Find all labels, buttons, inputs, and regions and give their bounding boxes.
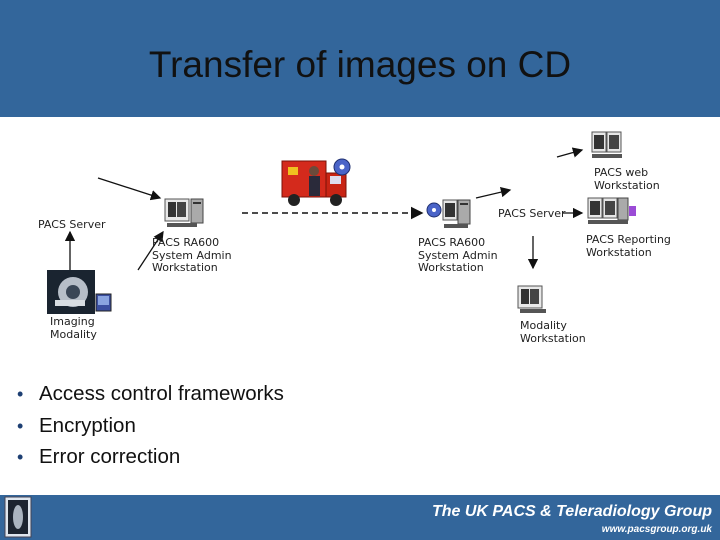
label-line: Workstation <box>152 261 218 274</box>
pacs-server-right-label: PACS Server <box>498 207 566 220</box>
workstation-icon <box>591 131 622 158</box>
label-line: Modality <box>520 319 567 332</box>
imaging-modality-icon <box>47 270 112 314</box>
bullet-icon: • <box>17 447 24 467</box>
label-line: Workstation <box>594 178 660 192</box>
workstation-icon <box>587 197 636 224</box>
web-workstation-label: PACS web Workstation <box>594 166 660 192</box>
connector-layer <box>64 147 584 271</box>
bullet-icon: • <box>17 415 24 436</box>
footer-title: The UK PACS & Teleradiology Group <box>431 503 712 520</box>
bullet-item: • Encryption <box>12 414 284 446</box>
label-line: Workstation <box>520 331 586 345</box>
bullet-text: Error correction <box>39 445 181 468</box>
workstation-icon <box>164 198 204 227</box>
label-line: System Admin <box>418 248 498 262</box>
courier-van-icon <box>281 160 347 206</box>
page-title: Transfer of images on CD <box>148 44 572 85</box>
reporting-workstation-label: PACS Reporting Workstation <box>586 233 671 259</box>
label-line: System Admin <box>152 248 232 262</box>
ra600-left-label: PACS RA600 System Admin Workstation <box>152 236 232 275</box>
workstation-icon <box>426 199 471 228</box>
bullet-text: Access control frameworks <box>39 382 284 405</box>
arrow-ra600-to-server <box>137 230 164 271</box>
footer-bar <box>0 495 720 540</box>
imaging-modality-label: Imaging Modality <box>50 315 97 341</box>
label-line: PACS RA600 <box>418 236 486 249</box>
bullet-list: • Access control frameworks • Encryption •… <box>12 382 284 477</box>
arrow-to-pacs-server-right <box>475 187 512 199</box>
pacs-server-label: PACS Server <box>38 218 106 231</box>
bullet-text: Encryption <box>39 413 136 437</box>
label-line: Workstation <box>418 261 484 274</box>
label-line: PACS RA600 <box>152 236 220 249</box>
label-line: PACS web <box>594 166 649 179</box>
xray-icon <box>4 496 32 538</box>
label-line: Imaging <box>50 315 95 328</box>
cd-disc-icon <box>333 158 351 176</box>
label-line: PACS Reporting <box>586 233 671 246</box>
bullet-item: • Error correction <box>12 445 284 477</box>
bullet-item: • Access control frameworks <box>12 382 284 414</box>
footer-url: www.pacsgroup.org.uk <box>601 524 712 535</box>
bullet-icon: • <box>17 384 24 404</box>
title-bar <box>0 0 720 117</box>
arrow-to-web-workstation <box>556 147 584 158</box>
modality-workstation-label: Modality Workstation <box>520 319 586 345</box>
label-line: Modality <box>50 327 97 341</box>
arrow-server-to-ra600 <box>97 177 162 201</box>
workstation-icon <box>517 285 546 313</box>
ra600-right-label: PACS RA600 System Admin Workstation <box>418 236 498 275</box>
label-line: Workstation <box>586 245 652 259</box>
